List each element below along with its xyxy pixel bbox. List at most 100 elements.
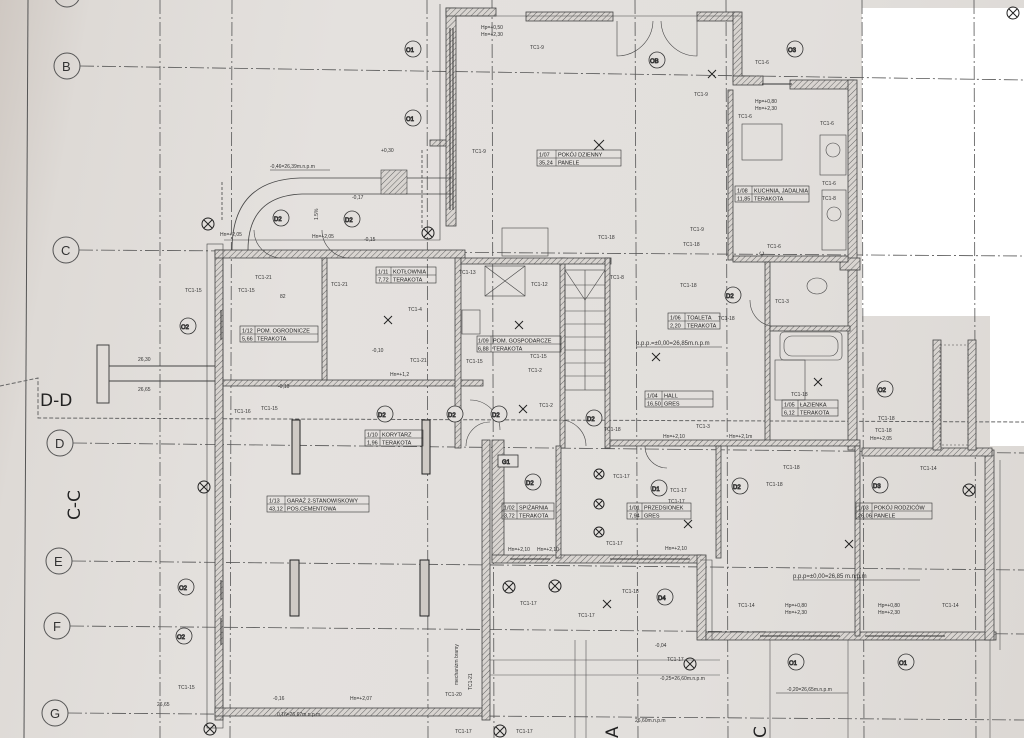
- svg-text:82: 82: [280, 294, 286, 300]
- svg-text:mechanizm bramy: mechanizm bramy: [454, 644, 460, 685]
- axis-bubble-a-partial: [54, 0, 80, 8]
- svg-text:6,12: 6,12: [784, 411, 795, 417]
- tag-d2-d: D2: [446, 405, 464, 423]
- tag-o1-d: O1: [897, 653, 915, 671]
- svg-text:Hn=+2,10: Hn=+2,10: [508, 547, 530, 553]
- svg-text:TC1-18: TC1-18: [680, 283, 697, 289]
- tag-d2-a: D2: [272, 209, 290, 227]
- svg-text:TC1-17: TC1-17: [455, 729, 472, 735]
- svg-text:TERAKOTA: TERAKOTA: [754, 197, 784, 203]
- door-window-tags: O1 O1 O3 OB O2 O2 O2 O2 D2 D2 D2 D2 D2 D…: [175, 40, 915, 671]
- svg-text:TC1-18: TC1-18: [718, 316, 735, 322]
- walls: [214, 7, 997, 721]
- svg-text:O2: O2: [878, 388, 887, 394]
- svg-text:TC1-17: TC1-17: [520, 601, 537, 607]
- svg-text:1.5%: 1.5%: [314, 208, 320, 220]
- garage-columns: [289, 419, 431, 617]
- wall-garage-west: [214, 249, 224, 721]
- svg-text:TC1-6: TC1-6: [767, 244, 781, 250]
- svg-text:Hn=+1,2: Hn=+1,2: [390, 372, 409, 378]
- section-marks: D-D C-C C-C A C: [40, 251, 771, 738]
- svg-text:TERAKOTA: TERAKOTA: [493, 347, 523, 353]
- svg-text:KOTŁOWNIA: KOTŁOWNIA: [393, 270, 426, 276]
- tag-o2-d: O2: [876, 380, 894, 398]
- svg-text:Hp=+0,80: Hp=+0,80: [878, 603, 900, 609]
- level-5: -0,15: [364, 237, 376, 243]
- tag-o1-b: O1: [404, 109, 422, 127]
- svg-text:p.p.p=±0,00=26,85 m.n.p.m: p.p.p=±0,00=26,85 m.n.p.m: [793, 574, 867, 580]
- svg-text:TC1-9: TC1-9: [694, 92, 708, 98]
- tag-o2-b: O2: [177, 578, 195, 596]
- svg-text:TC1-3: TC1-3: [775, 299, 789, 305]
- svg-text:TERAKOTA: TERAKOTA: [393, 278, 423, 284]
- tag-o1-c: O1: [787, 653, 805, 671]
- svg-text:D2: D2: [733, 485, 741, 491]
- svg-text:1/10: 1/10: [367, 433, 378, 439]
- svg-text:TC1-18: TC1-18: [604, 427, 621, 433]
- svg-text:F: F: [53, 619, 61, 634]
- tag-ob: OB: [648, 51, 666, 69]
- svg-text:1/04: 1/04: [647, 394, 658, 400]
- svg-text:Hp=+0,50: Hp=+0,50: [481, 25, 503, 31]
- svg-text:1/13: 1/13: [269, 499, 280, 505]
- svg-text:OB: OB: [650, 59, 659, 65]
- svg-text:O3: O3: [788, 48, 797, 54]
- white-background-patch-top-right: [862, 8, 1024, 316]
- tag-d2-b: D2: [343, 210, 361, 228]
- svg-text:Hp=+0,80: Hp=+0,80: [755, 99, 777, 105]
- svg-text:B: B: [62, 59, 71, 74]
- svg-text:TC1-3: TC1-3: [696, 424, 710, 430]
- svg-text:O2: O2: [177, 635, 186, 641]
- svg-text:D2: D2: [378, 413, 386, 419]
- svg-text:O1: O1: [899, 661, 908, 667]
- door-swings: [253, 20, 771, 469]
- svg-text:GRES: GRES: [664, 402, 680, 408]
- svg-text:PRZEDSIONEK: PRZEDSIONEK: [644, 506, 684, 512]
- svg-text:TC1-18: TC1-18: [683, 242, 700, 248]
- installation-tags: TC1-9 TC1-9 TC1-9 TC1-9 TC1-6 TC1-6 TC1-…: [178, 45, 959, 735]
- svg-text:Hp=+0,80: Hp=+0,80: [785, 603, 807, 609]
- svg-text:1/09: 1/09: [478, 339, 489, 345]
- svg-text:Hn=+2,1m: Hn=+2,1m: [729, 434, 752, 440]
- tag-o2-c: O2: [175, 627, 193, 645]
- svg-text:TC1-17: TC1-17: [516, 729, 533, 735]
- svg-text:TC1-18: TC1-18: [766, 482, 783, 488]
- terrace-lines: [490, 460, 1001, 738]
- svg-text:TC1-15: TC1-15: [466, 359, 483, 365]
- svg-text:1/11: 1/11: [378, 270, 388, 276]
- svg-text:D2: D2: [274, 217, 282, 223]
- svg-text:1/07: 1/07: [539, 153, 550, 159]
- svg-text:O1: O1: [406, 117, 415, 123]
- svg-text:7,94: 7,94: [629, 514, 640, 520]
- svg-text:Hn=+2,30: Hn=+2,30: [785, 610, 807, 616]
- svg-text:TERAKOTA: TERAKOTA: [687, 324, 717, 330]
- svg-text:TC1-12: TC1-12: [531, 282, 548, 288]
- ceiling-lamp-symbols: [197, 6, 1020, 738]
- svg-text:POKÓJ RODZICÓW: POKÓJ RODZICÓW: [874, 505, 926, 512]
- level-0: p.p.p.=±0,00=26,85m.n.p.m: [636, 341, 722, 348]
- svg-text:D3: D3: [873, 484, 881, 490]
- white-background-patch-right: [990, 316, 1024, 446]
- svg-text:D4: D4: [658, 596, 666, 602]
- svg-text:TC1-17: TC1-17: [578, 613, 595, 619]
- svg-text:TC1-4: TC1-4: [408, 307, 422, 313]
- svg-text:TC1-15: TC1-15: [178, 685, 195, 691]
- windows: [220, 28, 945, 645]
- tag-o3: O3: [786, 40, 804, 58]
- svg-text:D1: D1: [652, 487, 660, 493]
- svg-text:TC1-15: TC1-15: [530, 354, 547, 360]
- svg-text:TC1-18: TC1-18: [875, 428, 892, 434]
- svg-text:PANELE: PANELE: [558, 161, 580, 167]
- svg-text:Hn=+2,30: Hn=+2,30: [878, 610, 900, 616]
- level-8: 26,30: [138, 357, 151, 363]
- toilet-wc: [806, 277, 828, 295]
- axis-bubble-e: E: [45, 547, 73, 575]
- svg-text:O1: O1: [789, 661, 798, 667]
- svg-text:1/03: 1/03: [858, 506, 869, 512]
- svg-text:TC1-18: TC1-18: [598, 235, 615, 241]
